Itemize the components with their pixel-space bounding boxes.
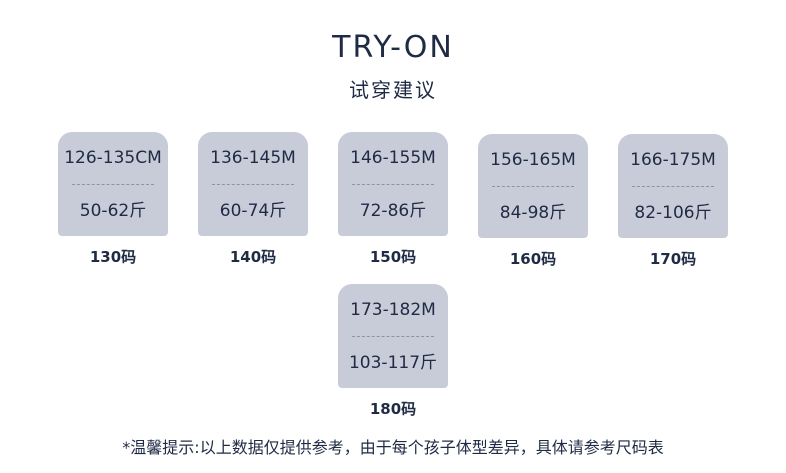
weight-range: 60-74斤 (219, 201, 287, 221)
card-divider (352, 336, 434, 337)
weight-range: 50-62斤 (79, 201, 147, 221)
size-card-130: 126-135CM 50-62斤 (58, 132, 168, 236)
weight-range: 82-106斤 (634, 203, 712, 223)
weight-range: 72-86斤 (359, 201, 427, 221)
weight-range: 103-117斤 (348, 353, 438, 373)
height-range: 146-155M (350, 148, 436, 168)
page-subtitle: 试穿建议 (349, 78, 437, 102)
size-card-160: 156-165M 84-98斤 (478, 134, 588, 238)
size-label: 150码 (369, 248, 417, 266)
size-label: 140码 (229, 248, 277, 266)
card-divider (632, 186, 714, 187)
card-divider (212, 184, 294, 185)
height-range: 136-145M (210, 148, 296, 168)
card-divider (492, 186, 574, 187)
size-card-180: 173-182M 103-117斤 (338, 284, 448, 388)
size-card-150: 146-155M 72-86斤 (338, 132, 448, 236)
page-title: TRY-ON (332, 30, 454, 65)
footnote: *温馨提示:以上数据仅提供参考，由于每个孩子体型差异，具体请参考尺码表 (122, 438, 664, 457)
size-label: 180码 (369, 400, 417, 418)
height-range: 173-182M (350, 300, 436, 320)
weight-range: 84-98斤 (499, 203, 567, 223)
height-range: 166-175M (630, 150, 716, 170)
size-label: 160码 (509, 250, 557, 268)
size-label: 170码 (649, 250, 697, 268)
size-label: 130码 (89, 248, 137, 266)
size-card-140: 136-145M 60-74斤 (198, 132, 308, 236)
height-range: 126-135CM (64, 148, 162, 168)
card-divider (72, 184, 154, 185)
size-card-170: 166-175M 82-106斤 (618, 134, 728, 238)
height-range: 156-165M (490, 150, 576, 170)
card-divider (352, 184, 434, 185)
